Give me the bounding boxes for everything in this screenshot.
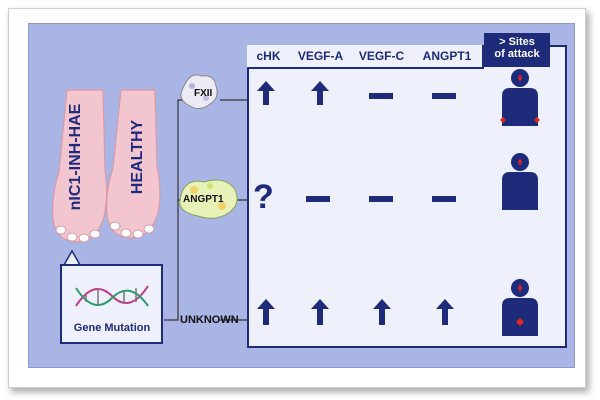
sites-header-line2: of attack — [484, 48, 550, 60]
header-chk: cHK — [247, 45, 292, 69]
dash-icon — [369, 93, 393, 99]
sites-header-line1: > Sites — [484, 36, 550, 48]
header-sites-of-attack: > Sites of attack — [484, 33, 550, 67]
person-icon — [498, 68, 542, 128]
dash-icon — [432, 196, 456, 202]
up-arrow-icon — [256, 298, 276, 326]
up-arrow-icon — [310, 80, 330, 106]
up-arrow-icon — [310, 298, 330, 326]
person-icon — [498, 278, 542, 338]
unknown-question-mark: ? — [253, 178, 274, 217]
unknown-label: UNKNOWN — [180, 314, 239, 326]
healthy-label: HEALTHY — [129, 107, 147, 207]
dash-icon — [306, 196, 330, 202]
angpt1-protein-label: ANGPT1 — [183, 194, 224, 205]
dna-icon — [74, 276, 150, 316]
header-angpt1: ANGPT1 — [412, 45, 484, 69]
up-arrow-icon — [256, 80, 276, 106]
feet-illustration — [45, 80, 175, 250]
up-arrow-icon — [435, 298, 455, 326]
person-icon — [498, 152, 542, 212]
up-arrow-icon — [372, 298, 392, 326]
fxii-label: FXII — [194, 88, 212, 99]
header-vegf-a: VEGF-A — [290, 45, 353, 69]
gene-mutation-label: Gene Mutation — [68, 322, 156, 334]
dash-icon — [432, 93, 456, 99]
header-vegf-c: VEGF-C — [351, 45, 414, 69]
dash-icon — [369, 196, 393, 202]
patient-label: nIC1-INH-HAE — [67, 101, 85, 213]
